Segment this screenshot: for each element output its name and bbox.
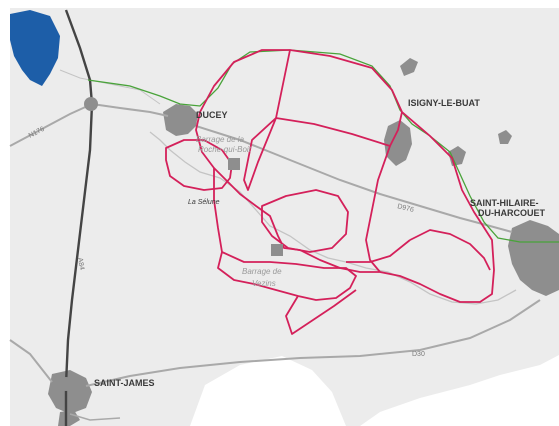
road-ducey-link <box>91 103 169 117</box>
label-barrage-vezins-line2: Vezins <box>252 279 276 288</box>
circuit-inner-north <box>275 49 291 119</box>
circuit-east[interactable] <box>409 229 491 271</box>
label-barrage-vezins-line1: Barrage de <box>242 267 282 276</box>
dam-vezins-marker[interactable] <box>271 244 283 256</box>
road-d30 <box>85 299 541 387</box>
label-a84: A84 <box>76 257 85 271</box>
river-selune <box>149 131 517 305</box>
label-d30: D30 <box>412 351 425 358</box>
built-up-saint-james-sw <box>58 410 80 426</box>
built-up-east-2 <box>498 130 512 144</box>
label-saint-james: SAINT-JAMES <box>94 378 155 388</box>
boundary-green <box>87 49 559 243</box>
interchange-saint-james <box>59 377 73 391</box>
label-saint-hilaire-line1: SAINT-HILAIRE- <box>470 198 539 208</box>
built-up-isigny-north <box>400 58 418 76</box>
circuit-inner-ne <box>275 111 403 147</box>
circuit-mid[interactable] <box>261 189 349 253</box>
road-d976 <box>195 125 513 233</box>
motorway-a84 <box>64 9 94 426</box>
circuit-outer[interactable] <box>195 49 495 303</box>
circuits <box>165 49 495 335</box>
built-up-ducey <box>163 104 198 136</box>
built-up-isigny <box>384 120 412 166</box>
circuit-central[interactable] <box>243 117 277 191</box>
white-cutout-left <box>0 0 10 426</box>
label-ducey: DUCEY <box>196 110 228 120</box>
label-la-selune: La Sélune <box>188 199 220 206</box>
label-barrage-roche-line2: Roche-qui-Boit <box>198 145 252 154</box>
river-north-branch <box>59 69 161 105</box>
interchange-north <box>84 97 98 111</box>
label-barrage-roche-line1: Barrage de la <box>196 135 245 144</box>
road-south-west <box>9 339 53 383</box>
circuit-west[interactable] <box>165 139 233 191</box>
label-isigny: ISIGNY-LE-BUAT <box>408 98 480 108</box>
white-cutout-bottom <box>190 356 346 426</box>
water-body <box>10 10 60 86</box>
built-up-saint-james <box>48 370 92 414</box>
circuit-south[interactable] <box>213 168 357 301</box>
dam-roche-qui-boit-marker[interactable] <box>228 158 240 170</box>
built-up-saint-hilaire <box>508 220 559 296</box>
label-saint-hilaire-line2: DU-HARCOUET <box>478 208 545 218</box>
road-saint-james-east <box>69 413 121 421</box>
road-n176 <box>9 103 93 147</box>
label-d976: D976 <box>397 203 415 214</box>
circuit-south-spur <box>285 289 357 335</box>
circuit-link-east <box>346 239 411 263</box>
